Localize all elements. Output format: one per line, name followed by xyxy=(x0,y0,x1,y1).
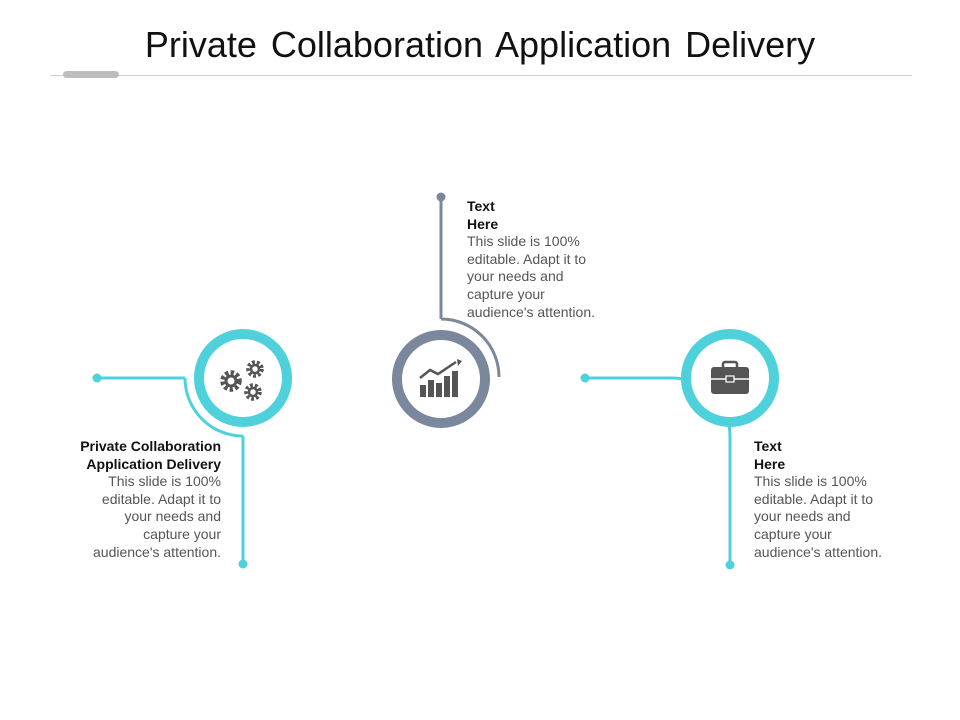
node-right xyxy=(580,329,779,570)
node-left-heading: Private Collaboration Application Delive… xyxy=(80,438,221,472)
node-center-ring xyxy=(392,330,490,428)
node-center xyxy=(392,192,501,428)
node-left-connector-dot xyxy=(92,373,102,383)
node-left-text: Private Collaboration Application Delive… xyxy=(40,438,221,561)
gears-icon xyxy=(220,360,264,401)
node-right-end-dot xyxy=(725,560,735,570)
page-title: Private Collaboration Application Delive… xyxy=(144,24,816,65)
node-right-text: Text Here This slide is 100% editable. A… xyxy=(754,438,924,561)
node-center-text: Text Here This slide is 100% editable. A… xyxy=(467,198,627,321)
node-center-heading: Text Here xyxy=(467,198,499,232)
node-left-ring xyxy=(194,329,292,427)
growth-chart-icon xyxy=(419,359,462,397)
node-left-description: This slide is 100% editable. Adapt it to… xyxy=(93,473,221,560)
title-accent-bar xyxy=(63,71,119,78)
node-right-connector-dot xyxy=(580,373,590,383)
node-center-description: This slide is 100% editable. Adapt it to… xyxy=(467,233,595,320)
node-left-end-dot xyxy=(238,559,248,569)
node-right-heading: Text Here xyxy=(754,438,786,472)
node-center-connector-arc xyxy=(440,317,501,378)
node-right-description: This slide is 100% editable. Adapt it to… xyxy=(754,473,882,560)
briefcase-icon xyxy=(711,360,749,394)
node-left-connector-arc xyxy=(183,377,244,438)
title-divider xyxy=(50,75,912,76)
node-left xyxy=(92,329,292,569)
